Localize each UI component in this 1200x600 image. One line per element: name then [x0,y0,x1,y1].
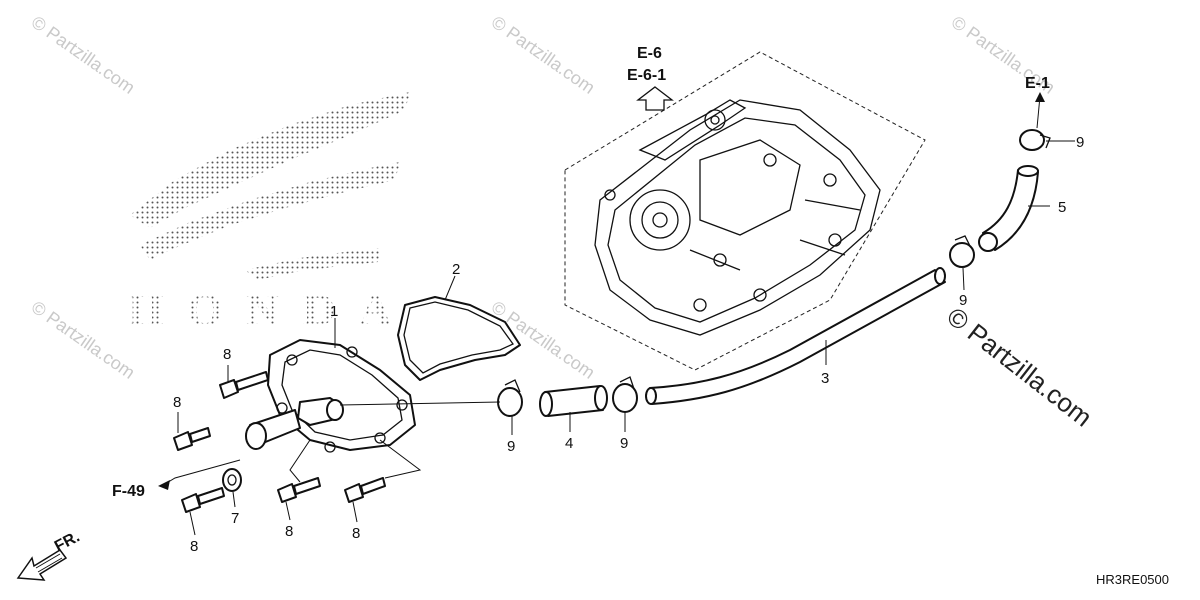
callout-4: 4 [565,435,573,452]
ref-f49: F-49 [112,483,145,500]
water-pump-cover [245,339,416,453]
partzilla-watermark: © Partzilla.com [941,301,1098,433]
bolt [173,427,211,451]
washer [222,468,242,492]
diagram-code: HR3RE0500 [1096,572,1169,587]
callout-8: 8 [285,523,293,540]
elbow-hose [978,165,1039,252]
engine-case [564,51,926,371]
arrow-up-icon [1035,92,1045,102]
watermark-tile: © Partzilla.com [28,297,139,383]
flange-bolts [173,371,386,513]
o-ring [397,296,521,381]
watermark-tile: © Partzilla.com [488,297,599,383]
short-hose [539,385,608,417]
ref-e6-1: E-6-1 [627,67,666,84]
callout-8: 8 [173,394,181,411]
engine-ref-group: E-6 E-6-1 [627,45,674,111]
clamp [497,379,523,417]
clamp [949,235,975,268]
callout-3: 3 [821,370,829,387]
callout-9: 9 [620,435,628,452]
bolt [344,477,386,503]
bolt [277,477,321,503]
up-arrow-icon [636,86,674,111]
ref-e6: E-6 [637,45,662,62]
callout-2: 2 [452,261,460,278]
honda-wing-logo: HONDA [128,92,410,335]
callout-1: 1 [330,303,338,320]
callouts: 1 2 3 4 5 7 8 8 8 8 8 9 9 9 9 [173,134,1084,555]
callout-9: 9 [959,292,967,309]
callout-5: 5 [1058,199,1066,216]
callout-8: 8 [190,538,198,555]
clamp [612,376,638,413]
bolt-ref-group: F-49 [112,480,170,500]
hose-clamps [497,129,1051,417]
watermark-tile: © Partzilla.com [488,12,599,98]
engine-case-boundary [564,51,926,371]
callout-9: 9 [1076,134,1084,151]
water-pipe [645,267,946,405]
callout-8: 8 [223,346,231,363]
bolt [219,371,269,399]
bolt [181,487,225,513]
callout-7: 7 [231,510,239,527]
clamp [1019,129,1051,151]
arrow-left-icon [158,480,170,490]
front-indicator: FR. [16,528,83,581]
hose-ref-group: E-1 [1025,75,1050,102]
honda-wordmark: HONDA [128,284,398,335]
callout-8: 8 [352,525,360,542]
watermark-tile: © Partzilla.com [28,12,139,98]
callout-9: 9 [507,438,515,455]
ref-e1: E-1 [1025,75,1050,92]
